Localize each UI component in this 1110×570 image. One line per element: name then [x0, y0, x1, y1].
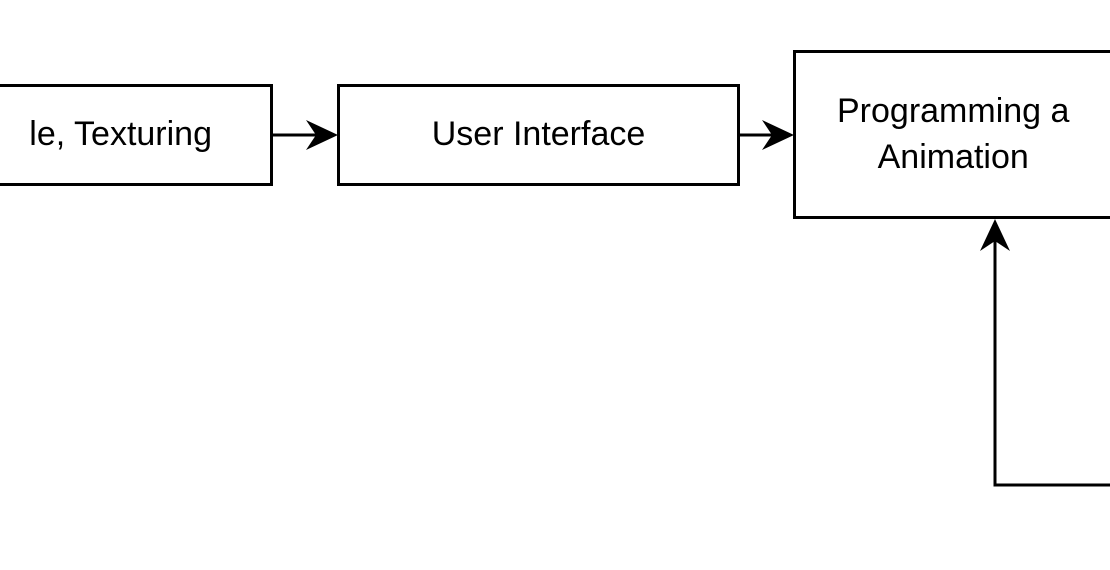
arrow-head-feedback-to-programming — [980, 219, 1010, 251]
arrow-feedback-to-programming — [993, 224, 1110, 487]
node-programming-animation: Programming a Animation — [793, 50, 1110, 219]
node-modelling-texturing-label: le, Texturing — [29, 115, 212, 154]
node-programming-label-line2: Animation — [877, 137, 1029, 176]
arrow-head-ui-to-programming — [762, 120, 794, 150]
node-programming-label-line1: Programming a — [837, 92, 1070, 131]
arrow-head-modelling-to-ui — [306, 120, 338, 150]
node-user-interface-label: User Interface — [431, 115, 646, 154]
node-user-interface: User Interface — [337, 84, 740, 186]
node-modelling-texturing: le, Texturing — [0, 84, 273, 186]
node-programming-animation-text: Programming a Animation — [837, 89, 1069, 179]
